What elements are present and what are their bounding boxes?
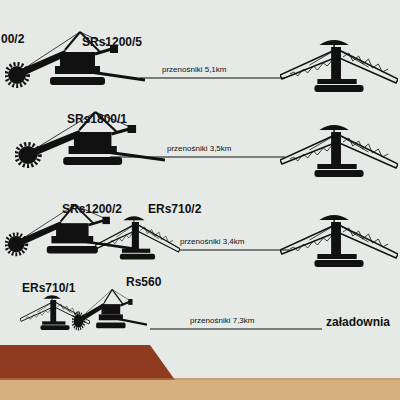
bucket-wheel-excavator bbox=[6, 32, 145, 86]
conveyor-length: przenośniki 3,4km bbox=[178, 238, 246, 247]
conveyor-length: przenośniki 3,5km bbox=[165, 145, 233, 154]
spreader-machine bbox=[280, 40, 398, 92]
machine-name: 00/2 bbox=[1, 33, 24, 46]
machine-name: ERs710/2 bbox=[148, 203, 201, 216]
machine-name: SRs1200/2 bbox=[62, 203, 122, 216]
spreader-machine bbox=[95, 216, 180, 259]
bucket-wheel-excavator bbox=[16, 112, 165, 166]
machine-name: Rs560 bbox=[126, 276, 161, 289]
spreader-machine bbox=[280, 125, 398, 177]
bucket-wheel-excavator bbox=[73, 289, 147, 329]
loading-station: załadownia bbox=[326, 316, 390, 329]
machine-name: ERs710/1 bbox=[22, 282, 75, 295]
ground bbox=[0, 345, 400, 400]
spreaders bbox=[280, 40, 398, 267]
conveyor-lines bbox=[110, 78, 322, 329]
conveyor-length: przenośniki 5,1km bbox=[160, 66, 228, 75]
machine-name: SRs1800/1 bbox=[67, 113, 127, 126]
spreader-machine bbox=[280, 215, 398, 267]
excavators bbox=[6, 32, 180, 330]
machine-name: SRs1200/5 bbox=[82, 36, 142, 49]
conveyor-length: przenośniki 7,3km bbox=[188, 317, 256, 326]
